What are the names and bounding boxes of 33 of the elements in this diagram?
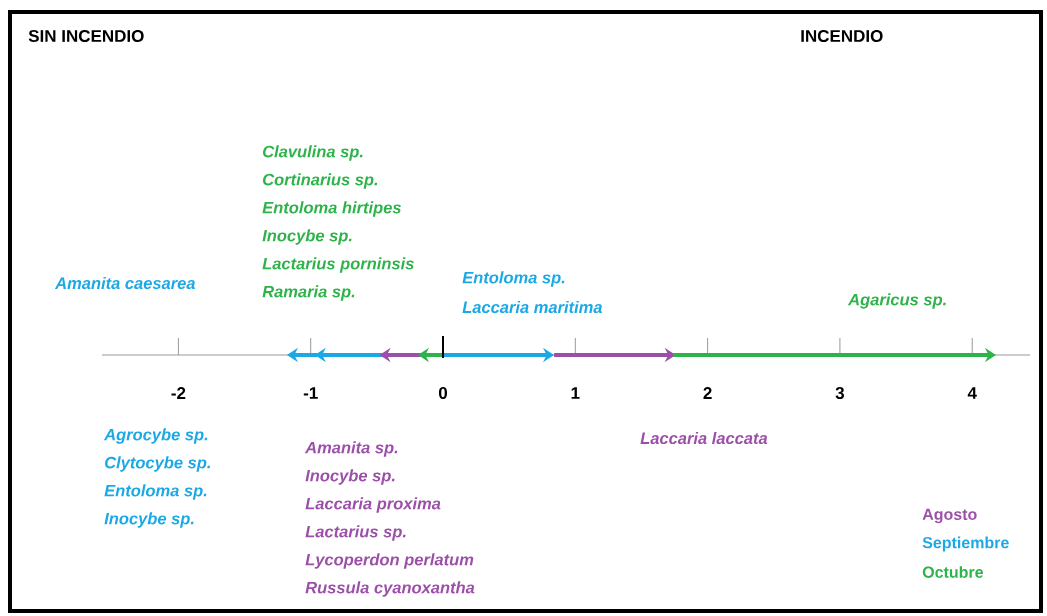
heading: INCENDIO xyxy=(801,30,883,43)
species-name: Laccaria maritima xyxy=(462,300,602,314)
species-name: Entoloma hirtipes xyxy=(262,201,401,217)
species-name: Lactarius porninsis xyxy=(262,257,414,273)
species-name: Lactarius sp. xyxy=(305,525,406,541)
species-name: Cortinarius sp. xyxy=(263,173,378,189)
legend-entry: Agosto xyxy=(922,508,977,524)
species-name: Agaricus sp. xyxy=(847,293,946,309)
species-name: Amanita caesarea xyxy=(54,276,195,290)
species-name: Inocybe sp. xyxy=(262,229,352,245)
tick-label: 2 xyxy=(703,387,712,399)
species-name: Entoloma sp. xyxy=(104,484,207,500)
species-name: Inocybe sp. xyxy=(305,469,395,485)
species-name: Clavulina sp. xyxy=(263,145,363,161)
heading: SIN INCENDIO xyxy=(28,30,144,43)
species-name: Agrocybe sp. xyxy=(103,428,208,444)
tick-label: 1 xyxy=(571,387,580,399)
species-name: Inocybe sp. xyxy=(104,512,194,528)
species-name: Amanita sp. xyxy=(304,441,398,457)
species-name: Lycoperdon perlatum xyxy=(305,553,474,569)
tick-label: 0 xyxy=(438,387,448,400)
tick-label: 3 xyxy=(835,386,845,400)
species-name: Ramaria sp. xyxy=(262,285,355,301)
tick-label: -2 xyxy=(171,387,186,399)
species-name: Entoloma sp. xyxy=(462,271,565,287)
legend-entry: Septiembre xyxy=(922,536,1009,552)
tick-label: -1 xyxy=(303,387,318,399)
tick-label: 4 xyxy=(967,387,977,399)
species-name: Laccaria laccata xyxy=(640,431,768,445)
species-name: Clytocybe sp. xyxy=(105,456,211,472)
species-name: Russula cyanoxantha xyxy=(305,581,475,597)
legend-entry: Octubre xyxy=(922,566,983,578)
species-name: Laccaria proxima xyxy=(305,497,441,513)
